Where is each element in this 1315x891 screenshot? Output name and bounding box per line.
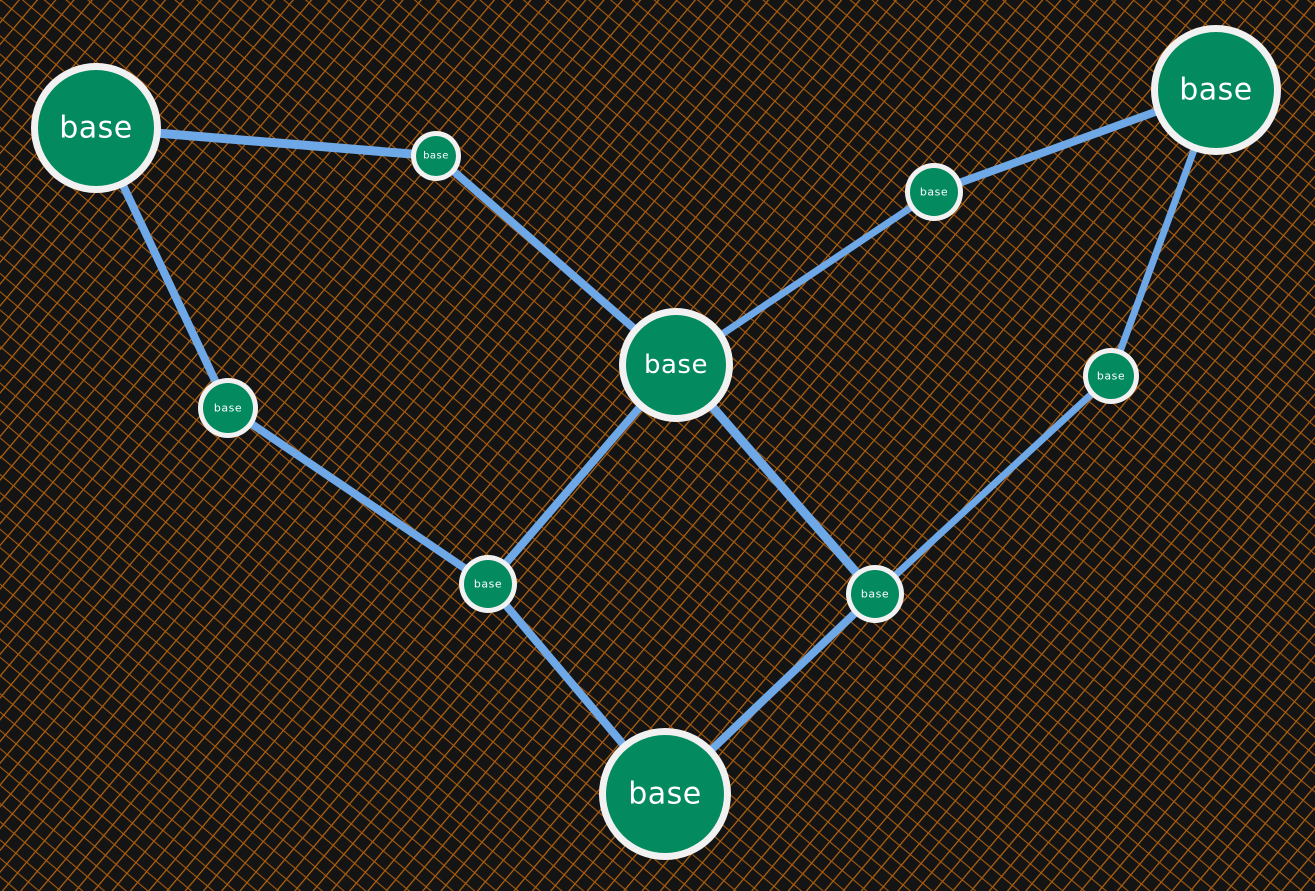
node-n8[interactable]: base xyxy=(459,555,517,613)
node-fill xyxy=(851,570,899,618)
node-n5[interactable]: base xyxy=(198,378,258,438)
node-n3[interactable]: base xyxy=(905,163,963,221)
node-label: base xyxy=(861,588,889,601)
node-fill xyxy=(626,315,726,415)
node-n9[interactable]: base xyxy=(846,565,904,623)
node-fill xyxy=(203,383,253,433)
node-n7[interactable]: base xyxy=(1083,348,1139,404)
node-label: base xyxy=(1179,73,1253,108)
node-label: base xyxy=(628,777,702,812)
node-fill xyxy=(910,168,958,216)
node-label: base xyxy=(474,578,502,591)
node-label: base xyxy=(423,151,449,162)
node-label: base xyxy=(644,350,708,380)
node-fill xyxy=(1158,32,1274,148)
node-fill xyxy=(38,70,154,186)
node-fill xyxy=(464,560,512,608)
node-label: base xyxy=(214,402,242,415)
node-label: base xyxy=(1097,370,1125,383)
node-n4[interactable]: base xyxy=(1151,25,1281,155)
edge-n5-n8 xyxy=(224,404,492,588)
node-n6[interactable]: base xyxy=(619,308,733,422)
node-fill xyxy=(1088,353,1134,399)
node-n1[interactable]: base xyxy=(31,63,161,193)
node-fill xyxy=(416,136,456,176)
edge-n7-n9 xyxy=(871,372,1115,598)
node-n10[interactable]: base xyxy=(599,728,731,860)
node-fill xyxy=(606,735,724,853)
nodes-layer: base base base base base base base base base base xyxy=(31,25,1281,860)
node-label: base xyxy=(59,111,133,146)
node-label: base xyxy=(920,186,948,199)
node-n2[interactable]: base xyxy=(411,131,461,181)
